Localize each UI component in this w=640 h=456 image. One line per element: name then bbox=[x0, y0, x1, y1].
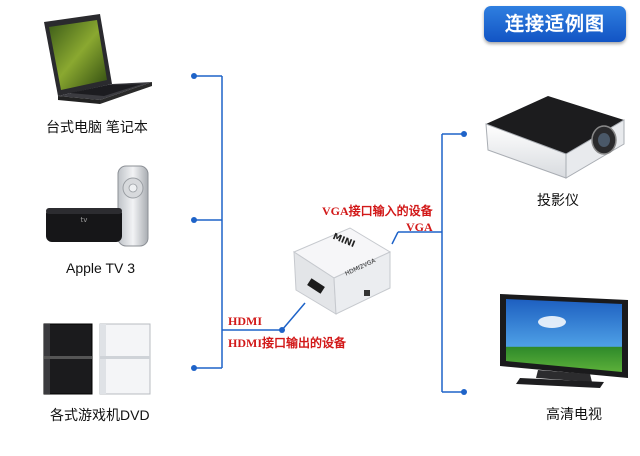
output-label-hdtv: 高清电视 bbox=[546, 404, 602, 424]
